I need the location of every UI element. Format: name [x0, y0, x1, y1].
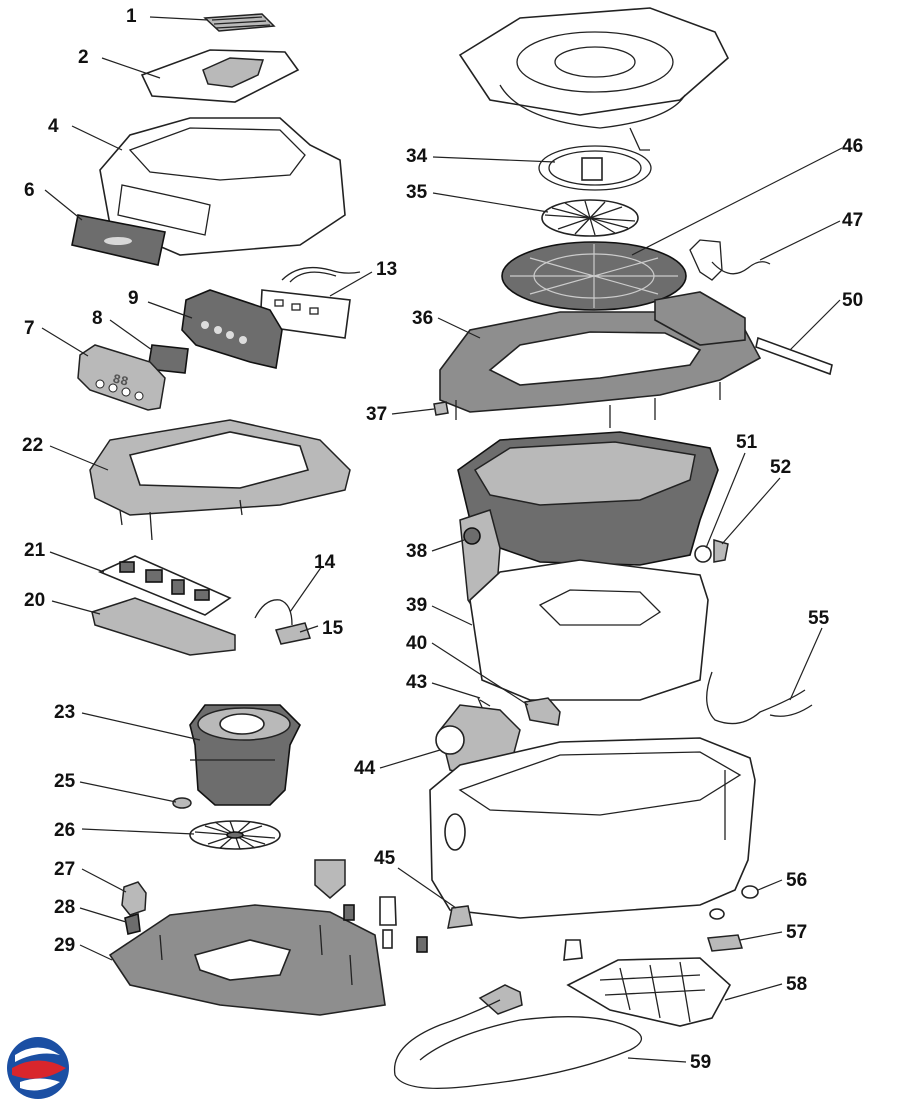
label-part-21: 21	[24, 540, 46, 561]
part-23-fan-motor	[189, 704, 301, 806]
part-15-sensor-bracket	[275, 622, 311, 645]
part-9-control-module	[181, 289, 283, 369]
part-38-cooking-basket	[457, 431, 719, 619]
part-20-board-bracket	[91, 597, 236, 656]
label-part-15: 15	[322, 618, 344, 639]
part-lid-frame	[458, 7, 729, 129]
part-labels: 1 2 4 6 7 8 9 13 14 15 20 21 22 23 25 26…	[22, 6, 863, 1073]
label-part-2: 2	[78, 47, 89, 68]
part-26-impeller	[189, 820, 281, 850]
label-part-46: 46	[842, 136, 863, 157]
label-part-39: 39	[406, 595, 427, 616]
leader-lines	[41, 16, 843, 1063]
label-part-35: 35	[406, 182, 428, 203]
part-55-probe-wire	[706, 671, 813, 725]
label-part-57: 57	[786, 922, 807, 943]
label-part-47: 47	[842, 210, 863, 231]
label-part-44: 44	[354, 758, 376, 779]
label-part-36: 36	[412, 308, 433, 329]
label-part-9: 9	[128, 288, 139, 309]
label-part-25: 25	[54, 771, 76, 792]
label-part-28: 28	[54, 897, 75, 918]
label-part-1: 1	[126, 6, 137, 27]
label-part-58: 58	[786, 974, 807, 995]
label-part-55: 55	[808, 608, 830, 629]
part-37-spacer	[433, 401, 449, 416]
label-part-52: 52	[770, 457, 791, 478]
part-thermal-fuse	[379, 896, 397, 926]
label-part-4: 4	[48, 116, 59, 137]
part-7-display-panel: 88	[77, 344, 166, 411]
part-6-badge	[71, 214, 166, 266]
part-2-top-cover	[140, 49, 300, 103]
part-22-window-ring	[89, 419, 351, 541]
part-25-nut	[172, 797, 192, 809]
part-56-rubber-foot	[741, 885, 759, 899]
part-36-upper-frame	[439, 291, 762, 428]
brand-logo	[7, 1037, 69, 1099]
label-part-51: 51	[736, 432, 758, 453]
part-14-sensor-wire	[254, 599, 293, 626]
label-part-29: 29	[54, 935, 75, 956]
label-part-43: 43	[406, 672, 427, 693]
part-fuse-holder	[382, 929, 393, 949]
label-part-40: 40	[406, 633, 427, 654]
part-47-thermostat	[689, 239, 771, 281]
part-59-power-cord	[393, 984, 642, 1089]
part-29-base	[108, 904, 386, 1016]
label-part-59: 59	[690, 1052, 711, 1073]
part-39-basket-container	[469, 559, 709, 701]
part-support-foot	[563, 939, 583, 961]
part-58-bottom-plate	[566, 957, 732, 1027]
label-part-22: 22	[22, 435, 43, 456]
part-8-label	[147, 344, 189, 374]
label-part-14: 14	[314, 552, 336, 573]
label-part-6: 6	[24, 180, 35, 201]
label-part-50: 50	[842, 290, 863, 311]
part-34-heating-element	[538, 127, 652, 191]
part-main-body	[429, 737, 756, 919]
part-foot-nut	[709, 908, 725, 920]
label-part-27: 27	[54, 859, 75, 880]
part-50-hinge-rod	[755, 336, 833, 376]
label-part-8: 8	[92, 308, 103, 329]
part-filter-pad-a	[343, 904, 355, 921]
part-connector-top	[314, 859, 346, 899]
part-40-latch	[524, 697, 561, 726]
part-46-splatter-grille	[501, 241, 687, 311]
part-57-foot-clip	[707, 934, 743, 952]
label-part-13: 13	[376, 259, 397, 280]
label-part-45: 45	[374, 848, 396, 869]
part-51-release-button	[694, 545, 712, 563]
label-part-7: 7	[24, 318, 35, 339]
label-part-34: 34	[406, 146, 428, 167]
label-part-20: 20	[24, 590, 45, 611]
label-part-38: 38	[406, 541, 427, 562]
label-part-23: 23	[54, 702, 75, 723]
part-21-power-board	[97, 555, 232, 616]
part-filter-pad-b	[416, 936, 428, 953]
part-27-microswitch	[121, 881, 147, 916]
part-28-relay	[124, 912, 141, 935]
part-1-vent-grille	[203, 13, 276, 32]
label-part-56: 56	[786, 870, 807, 891]
label-part-26: 26	[54, 820, 75, 841]
part-35-hot-air-fan	[541, 199, 639, 237]
label-part-37: 37	[366, 404, 387, 425]
part-52-button-spring	[713, 539, 729, 563]
part-45-foot	[447, 905, 473, 929]
